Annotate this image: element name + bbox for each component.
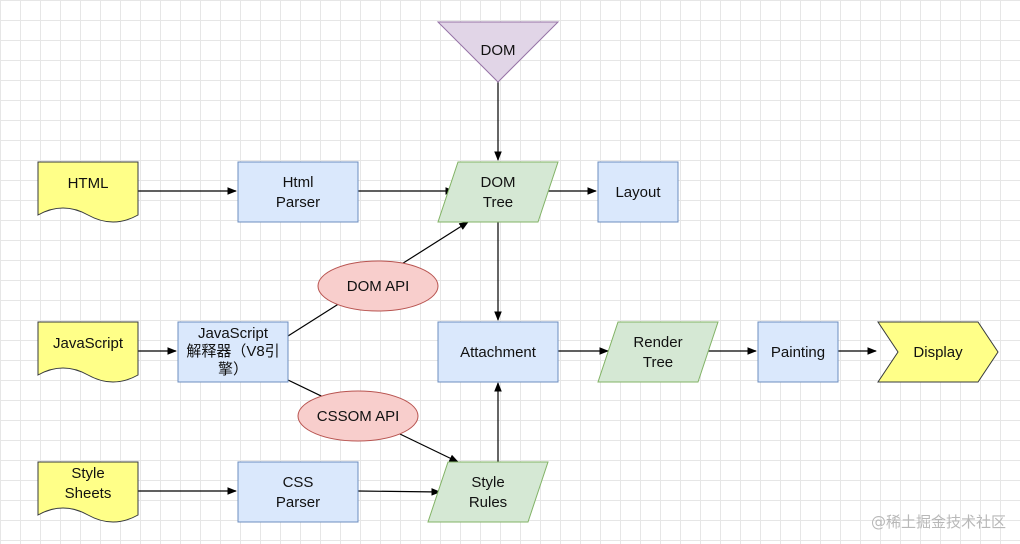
- javascript-document-node: JavaScript: [37, 321, 139, 383]
- attachment-box: [437, 321, 559, 383]
- html-parser-box: [237, 161, 359, 223]
- render-tree-node: Render Tree: [597, 321, 719, 383]
- layout-label: Layout: [615, 184, 661, 201]
- layout-node: Layout: [597, 161, 679, 223]
- render-tree-parallelogram: [597, 321, 719, 383]
- watermark: @稀土掘金技术社区: [870, 513, 1006, 531]
- style-rules-parallelogram: [427, 461, 549, 523]
- html-document-shape: [37, 161, 139, 223]
- render-tree-label-line2: Tree: [643, 354, 673, 371]
- attachment-node: Attachment: [437, 321, 559, 383]
- css-parser-node: CSS Parser: [237, 461, 359, 523]
- display-step-shape: [877, 321, 999, 383]
- dom-api-node: DOM API: [317, 260, 439, 312]
- style-sheets-document-shape: [37, 461, 139, 523]
- edge-cssparser-to-stylerules: [357, 488, 441, 496]
- css-parser-label-line2: Parser: [276, 494, 320, 511]
- cssom-api-node: CSSOM API: [297, 390, 419, 442]
- js-engine-label-line1: JavaScript: [198, 325, 269, 342]
- layout-box: [597, 161, 679, 223]
- javascript-document-label: JavaScript: [53, 335, 124, 352]
- dom-tree-label-line1: DOM: [481, 174, 516, 191]
- edges: [138, 82, 877, 496]
- style-sheets-label-line2: Sheets: [65, 485, 112, 502]
- painting-node: Painting: [757, 321, 839, 383]
- painting-box: [757, 321, 839, 383]
- dom-tree-node: DOM Tree: [437, 161, 559, 223]
- js-engine-label-line2: 解释器（V8引: [186, 343, 279, 360]
- dom-tree-label-line2: Tree: [483, 194, 513, 211]
- display-node: Display: [877, 321, 999, 383]
- html-parser-node: Html Parser: [237, 161, 359, 223]
- dom-source-node: DOM: [436, 21, 560, 83]
- html-document-node: HTML: [37, 161, 139, 223]
- dom-api-label: DOM API: [347, 278, 410, 295]
- style-sheets-document-node: Style Sheets: [37, 461, 139, 523]
- dom-api-ellipse: [317, 260, 439, 312]
- style-rules-label-line2: Rules: [469, 494, 507, 511]
- js-engine-label-line3: 擎）: [218, 361, 248, 378]
- display-label: Display: [913, 344, 963, 361]
- html-parser-label-line1: Html: [283, 174, 314, 191]
- attachment-label: Attachment: [460, 344, 537, 361]
- javascript-document-shape: [37, 321, 139, 383]
- css-parser-box: [237, 461, 359, 523]
- cssom-api-ellipse: [297, 390, 419, 442]
- style-sheets-label-line1: Style: [71, 465, 104, 482]
- style-rules-label-line1: Style: [471, 474, 504, 491]
- style-rules-node: Style Rules: [427, 461, 549, 523]
- dom-source-triangle: [436, 21, 560, 83]
- painting-label: Painting: [771, 344, 825, 361]
- render-tree-label-line1: Render: [633, 334, 682, 351]
- js-engine-node: JavaScript 解释器（V8引 擎）: [177, 321, 289, 383]
- dom-source-label: DOM: [481, 42, 516, 59]
- cssom-api-label: CSSOM API: [317, 408, 400, 425]
- dom-tree-parallelogram: [437, 161, 559, 223]
- html-document-label: HTML: [68, 175, 109, 192]
- css-parser-label-line1: CSS: [283, 474, 314, 491]
- html-parser-label-line2: Parser: [276, 194, 320, 211]
- js-engine-box: [177, 321, 289, 383]
